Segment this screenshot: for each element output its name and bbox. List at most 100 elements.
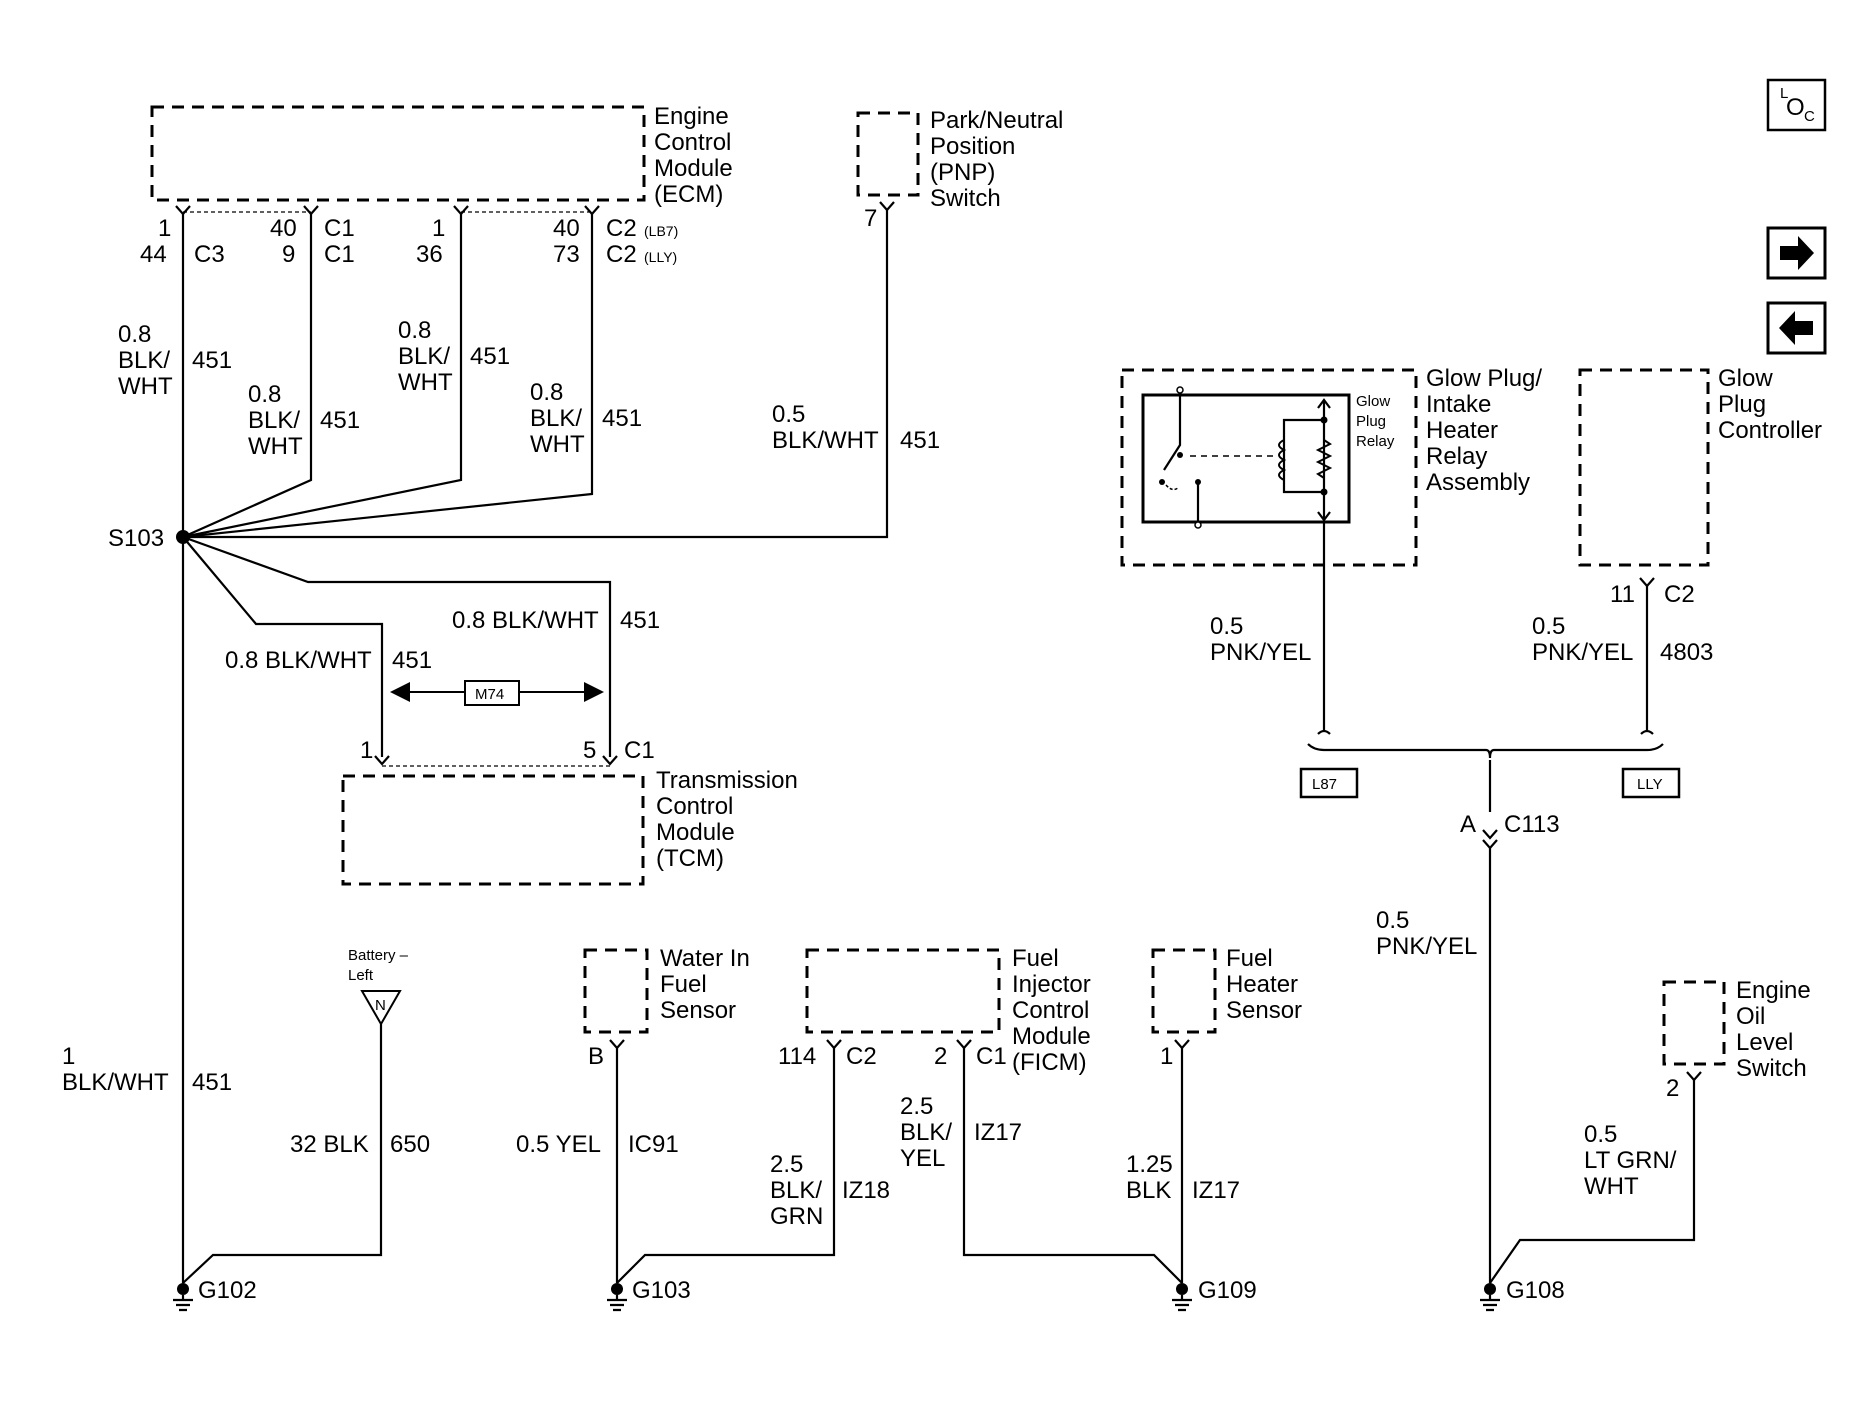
pnp-label-4: Switch bbox=[930, 185, 1001, 212]
wire-color: PNK/YEL bbox=[1376, 933, 1477, 960]
pin-symbol bbox=[609, 1039, 625, 1050]
wire-circuit: IZ17 bbox=[1192, 1177, 1240, 1204]
wire-label-battery: 32 BLK 650 bbox=[290, 1131, 430, 1158]
ground-icon bbox=[1480, 1295, 1500, 1312]
pin-symbol bbox=[1686, 1071, 1702, 1082]
wire-pnp bbox=[183, 210, 889, 539]
back-button[interactable] bbox=[1766, 301, 1827, 355]
option-lly: LLY bbox=[1621, 767, 1681, 799]
pin-symbol bbox=[303, 205, 319, 216]
fuel-heater-sensor: Fuel Heater Sensor 1 bbox=[1151, 945, 1302, 1070]
back-button-frame[interactable] bbox=[1766, 301, 1827, 355]
oil-label-2: Oil bbox=[1736, 1003, 1765, 1030]
tcm-label-2: Control bbox=[656, 793, 733, 820]
ficm-label-1: Fuel bbox=[1012, 945, 1059, 972]
wire-circuit: 451 bbox=[392, 647, 432, 674]
option-box bbox=[1621, 767, 1681, 799]
connector-label: C1 bbox=[324, 241, 355, 268]
relay-contact bbox=[1159, 479, 1165, 485]
wire-color: WHT bbox=[118, 373, 173, 400]
wire-gauge: 0.5 bbox=[772, 401, 805, 428]
connector-label: C2 bbox=[1664, 581, 1695, 608]
pnp-label-1: Park/Neutral bbox=[930, 107, 1063, 134]
tcm: Transmission Control Module (TCM) bbox=[341, 767, 798, 886]
relay-inner-box bbox=[1141, 393, 1351, 524]
wire-gauge: 1.25 bbox=[1126, 1151, 1173, 1178]
wire-gauge: 2.5 bbox=[900, 1093, 933, 1120]
wire-color: WHT bbox=[248, 433, 303, 460]
wire-label-oil: 0.5 LT GRN/ WHT bbox=[1584, 1121, 1677, 1200]
wire-label-text: 0.8 BLK/WHT bbox=[452, 607, 599, 634]
ground-node bbox=[1484, 1283, 1496, 1295]
pin-label: 1 bbox=[432, 215, 445, 242]
wire-label-tcm1: 0.8 BLK/WHT 451 bbox=[225, 647, 432, 674]
oil-level-switch: Engine Oil Level Switch 2 bbox=[1662, 977, 1811, 1102]
heater-box bbox=[1151, 948, 1217, 1034]
wire-color: PNK/YEL bbox=[1210, 639, 1311, 666]
wire-circuit: 451 bbox=[620, 607, 660, 634]
ground-node bbox=[177, 1283, 189, 1295]
connector-label: C2 bbox=[606, 215, 637, 242]
pin-label: 40 bbox=[270, 215, 297, 242]
wire-circuit: IZ17 bbox=[974, 1119, 1022, 1146]
water-label-1: Water In bbox=[660, 945, 750, 972]
option-box bbox=[1299, 767, 1359, 799]
relay-label-2: Intake bbox=[1426, 391, 1491, 418]
wire-color: BLK/ bbox=[398, 343, 450, 370]
option-label: L87 bbox=[1312, 776, 1337, 793]
relay-switch-arm bbox=[1163, 393, 1182, 471]
relay-label-1: Glow Plug/ bbox=[1426, 365, 1542, 392]
connector-label: C2 bbox=[606, 241, 637, 268]
water-label-3: Sensor bbox=[660, 997, 736, 1024]
wire-color: BLK/WHT bbox=[62, 1069, 169, 1096]
pin-symbol bbox=[1639, 577, 1655, 588]
ficm-box bbox=[805, 948, 1001, 1034]
loc-letter-c: C bbox=[1804, 108, 1815, 125]
wire-ficm-2 bbox=[962, 1048, 1183, 1284]
wire-tcm-1 bbox=[182, 536, 384, 757]
pin-label: 2 bbox=[1666, 1075, 1679, 1102]
wire-circuit: 650 bbox=[390, 1131, 430, 1158]
wire-color: BLK/ bbox=[118, 347, 170, 374]
pin-label: 7 bbox=[864, 205, 877, 232]
water-label-2: Fuel bbox=[660, 971, 707, 998]
wire-color: BLK/WHT bbox=[772, 427, 879, 454]
wire-label-ficm114: 2.5 BLK/ GRN IZ18 bbox=[770, 1151, 890, 1230]
wire-circuit: 451 bbox=[602, 405, 642, 432]
wire-gauge: 0.5 bbox=[1376, 907, 1409, 934]
option-box bbox=[464, 680, 520, 706]
battery-label-2: Left bbox=[348, 967, 374, 984]
oil-label-4: Switch bbox=[1736, 1055, 1807, 1082]
pnp-switch: Park/Neutral Position (PNP) Switch 7 bbox=[856, 107, 1063, 232]
relay-inner-label-1: Glow bbox=[1356, 393, 1390, 410]
wire-color: BLK/ bbox=[900, 1119, 952, 1146]
pnp-box bbox=[856, 111, 920, 197]
location-button-frame[interactable] bbox=[1766, 78, 1827, 132]
relay-node bbox=[1320, 488, 1328, 496]
pin-label: A bbox=[1460, 811, 1476, 838]
splice-label: S103 bbox=[108, 525, 164, 552]
connector-label: C1 bbox=[624, 737, 655, 764]
ecm-label-3: Module bbox=[654, 155, 733, 182]
tcm-label-3: Module bbox=[656, 819, 735, 846]
wire-ecm-36 bbox=[182, 214, 463, 539]
loc-letter-l: L bbox=[1780, 85, 1788, 102]
connector-c113: A C113 bbox=[1460, 811, 1560, 850]
ground-g103: G103 bbox=[607, 1277, 691, 1312]
location-button[interactable]: L O C bbox=[1766, 78, 1827, 132]
wire-color: LT GRN/ bbox=[1584, 1147, 1677, 1174]
oil-label-1: Engine bbox=[1736, 977, 1811, 1004]
wire-color: BLK/ bbox=[770, 1177, 822, 1204]
oil-switch-box bbox=[1662, 980, 1726, 1066]
wire-label-relay: 0.5 PNK/YEL bbox=[1210, 613, 1311, 666]
heater-label-2: Heater bbox=[1226, 971, 1298, 998]
wire-gauge: 0.8 bbox=[398, 317, 431, 344]
wire-ecm-c1 bbox=[182, 214, 313, 539]
arrow-left-icon bbox=[1779, 311, 1813, 345]
forward-button[interactable] bbox=[1766, 226, 1827, 280]
relay-assembly-box bbox=[1120, 368, 1418, 567]
ground-g102: G102 bbox=[173, 1277, 257, 1312]
oil-label-3: Level bbox=[1736, 1029, 1793, 1056]
ground-icon bbox=[1172, 1295, 1192, 1312]
wire-gauge: 1 bbox=[62, 1043, 75, 1070]
